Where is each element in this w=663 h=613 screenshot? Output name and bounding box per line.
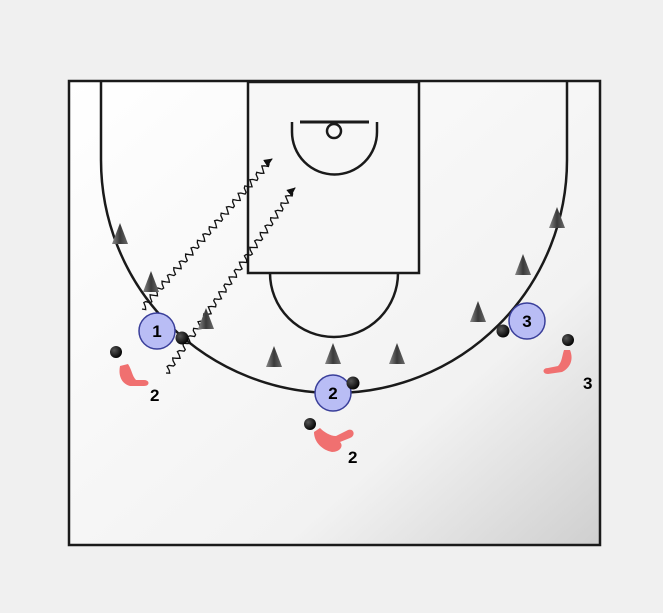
restricted-arc: [290, 122, 379, 176]
cone-1: [112, 223, 128, 244]
rim: [325, 122, 343, 140]
offense-player-1: 1: [138, 312, 176, 350]
free-throw-circle: [268, 272, 400, 339]
ball-1: [175, 331, 189, 345]
dribble-arrows: [141, 158, 296, 374]
defense-player-1: [110, 346, 149, 386]
cone-9: [549, 207, 565, 228]
svg-text:3: 3: [522, 312, 531, 331]
ball-3: [496, 324, 510, 338]
cone-7: [470, 301, 486, 322]
cone-5: [325, 343, 341, 364]
defense-label-1: 2: [150, 386, 159, 405]
offense-player-3: 3: [508, 302, 546, 340]
dribble-arrow-1: [141, 158, 273, 311]
cone-3: [198, 308, 214, 329]
svg-text:2: 2: [328, 384, 337, 403]
defense-player-2: [304, 418, 354, 452]
lane: [246, 80, 421, 275]
cones: [112, 207, 565, 367]
defense-label-3: 3: [583, 374, 592, 393]
cone-6: [389, 343, 405, 364]
defense-player-3: [543, 334, 574, 374]
dribble-arrow-2: [165, 187, 296, 374]
offense-player-2: 2: [314, 374, 352, 412]
cone-4: [266, 346, 282, 367]
cone-2: [143, 271, 159, 292]
defense-label-2: 2: [348, 448, 357, 467]
ball-2: [346, 376, 360, 390]
svg-text:1: 1: [152, 322, 161, 341]
cone-8: [515, 254, 531, 275]
